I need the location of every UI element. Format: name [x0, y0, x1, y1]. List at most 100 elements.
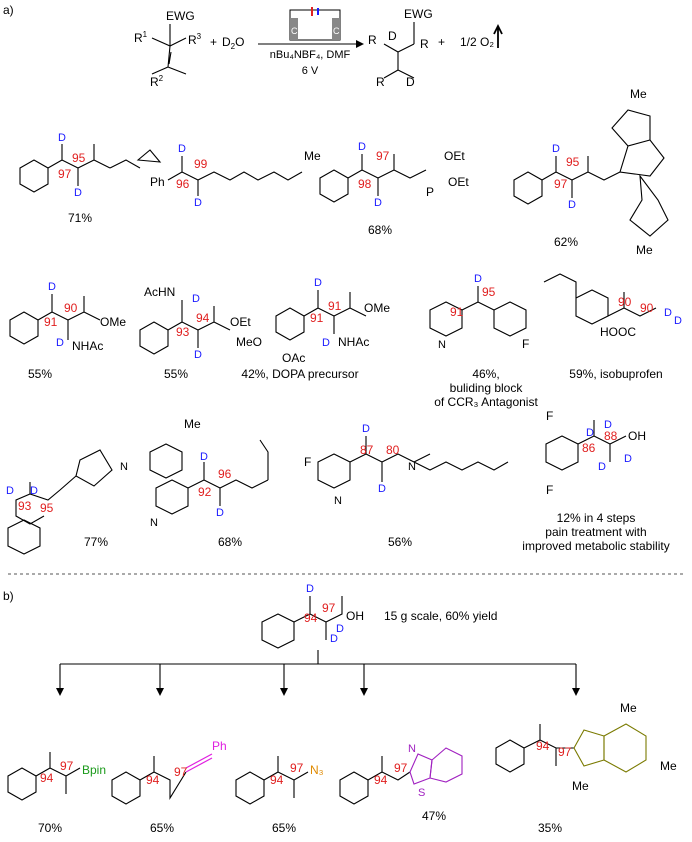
svg-text:95: 95 [482, 285, 496, 299]
svg-text:D: D [56, 337, 64, 349]
svg-text:N: N [408, 461, 416, 473]
svg-text:OEt: OEt [444, 149, 465, 163]
product-13: F F D D D D 86 88 OH 12% in 4 steps pain… [522, 409, 669, 553]
product-10-yield: 77% [84, 535, 108, 549]
product-d-top: D [388, 29, 397, 43]
svg-text:D: D [330, 633, 338, 645]
plus-sign-2: + [438, 35, 445, 49]
scale-text: 15 g scale, 60% yield [384, 609, 497, 623]
svg-text:94: 94 [374, 773, 388, 787]
svg-text:88: 88 [604, 429, 618, 443]
derivative-1-yield: 70% [38, 821, 62, 835]
product-11-yield: 68% [218, 535, 242, 549]
svg-text:Me: Me [636, 243, 653, 257]
svg-text:D: D [216, 507, 224, 519]
svg-text:OMe: OMe [364, 301, 390, 315]
svg-text:AcHN: AcHN [144, 285, 175, 299]
general-scheme: EWG R1 R2 R3 + D2O C C nBu₄NBF₄, DMF 6 V… [134, 7, 503, 89]
svg-text:Me: Me [184, 417, 201, 431]
derivative-2-yield: 65% [150, 821, 174, 835]
svg-text:94: 94 [146, 773, 160, 787]
alkene-bonds [151, 37, 187, 75]
svg-text:D: D [358, 141, 366, 153]
svg-text:98: 98 [358, 177, 372, 191]
derivative-4-yield: 47% [422, 809, 446, 823]
svg-text:R: R [420, 37, 429, 51]
branch-arrows [56, 650, 580, 696]
svg-text:MeO: MeO [236, 335, 262, 349]
svg-text:NHAc: NHAc [338, 335, 369, 349]
svg-text:86: 86 [582, 441, 596, 455]
svg-text:Bpin: Bpin [82, 763, 106, 777]
svg-text:94: 94 [304, 611, 318, 625]
product-3-yield: 68% [368, 223, 392, 237]
svg-text:OEt: OEt [448, 175, 469, 189]
svg-text:OEt: OEt [230, 315, 251, 329]
scale-up-compound: D D D 94 97 OH 15 g scale, 60% yield [261, 583, 497, 649]
svg-text:97: 97 [174, 765, 188, 779]
svg-text:D: D [624, 453, 632, 465]
product-6: AcHN D D 93 94 OEt 55% [139, 285, 251, 381]
svg-text:97: 97 [322, 601, 336, 615]
ewg-label: EWG [166, 9, 195, 23]
svg-text:D: D [374, 197, 382, 209]
derivative-3: 94 97 N₃ 65% [235, 756, 324, 835]
svg-text:D: D [474, 273, 482, 285]
svg-text:96: 96 [218, 467, 232, 481]
electrolysis-cell-icon: C C [289, 7, 341, 41]
svg-text:D: D [74, 187, 82, 199]
svg-text:91: 91 [44, 315, 58, 329]
product-5-yield: 55% [28, 367, 52, 381]
svg-text:95: 95 [566, 155, 580, 169]
svg-text:F: F [304, 455, 311, 469]
svg-text:D: D [30, 485, 38, 497]
product-7-yield: 42%, DOPA precursor [241, 367, 358, 381]
svg-text:HOOC: HOOC [600, 325, 636, 339]
svg-text:S: S [418, 787, 425, 799]
svg-text:D: D [178, 143, 186, 155]
svg-text:D: D [362, 423, 370, 435]
product-8-yield-2: buliding block [450, 381, 524, 395]
svg-text:D: D [604, 419, 612, 431]
plus-sign: + [210, 35, 217, 49]
svg-text:OAc: OAc [282, 351, 305, 365]
svg-text:D: D [200, 451, 208, 463]
svg-text:Me: Me [630, 87, 647, 101]
product-6-yield: 55% [164, 367, 188, 381]
product-4-yield: 62% [554, 235, 578, 249]
svg-text:N: N [150, 517, 158, 529]
product-9-yield: 59%, isobuprofen [569, 367, 662, 381]
product-ewg: EWG [404, 7, 433, 21]
product-bonds [383, 43, 415, 79]
svg-text:D: D [48, 281, 56, 293]
svg-text:D: D [568, 199, 576, 211]
svg-text:Ph: Ph [150, 175, 165, 189]
panel-label-b: b) [3, 589, 14, 603]
product-5: D D 91 90 OMe NHAc 55% [9, 281, 126, 381]
product-10: Me N D D 95 93 77% [6, 417, 201, 555]
product-12: F N D D 87 80 N 56% [304, 423, 509, 549]
svg-text:97: 97 [58, 167, 72, 181]
svg-text:Ph: Ph [212, 739, 227, 753]
oxygen-text: 1/2 O₂ [460, 35, 494, 49]
svg-text:D: D [192, 293, 200, 305]
svg-text:99: 99 [194, 157, 208, 171]
derivative-1: 94 97 Bpin 70% [7, 752, 106, 835]
svg-text:N: N [334, 495, 342, 507]
svg-text:R: R [376, 75, 385, 89]
svg-text:OMe: OMe [100, 315, 126, 329]
svg-text:96: 96 [176, 177, 190, 191]
svg-text:NHAc: NHAc [72, 339, 103, 353]
svg-text:94: 94 [40, 771, 54, 785]
product-13-caption-2: pain treatment with [545, 525, 646, 539]
svg-text:D: D [674, 315, 682, 327]
svg-text:F: F [546, 483, 553, 497]
product-7: MeO OAc D D 91 91 OMe NHAc 42%, DOPA pre… [236, 277, 390, 381]
product-4: Me Me D D 97 95 62% [513, 87, 669, 257]
derivative-5-yield: 35% [538, 821, 562, 835]
svg-text:Me: Me [304, 149, 321, 163]
svg-text:Me: Me [620, 701, 637, 715]
derivative-4: N S 94 97 47% [339, 743, 463, 823]
svg-text:OH: OH [628, 429, 646, 443]
